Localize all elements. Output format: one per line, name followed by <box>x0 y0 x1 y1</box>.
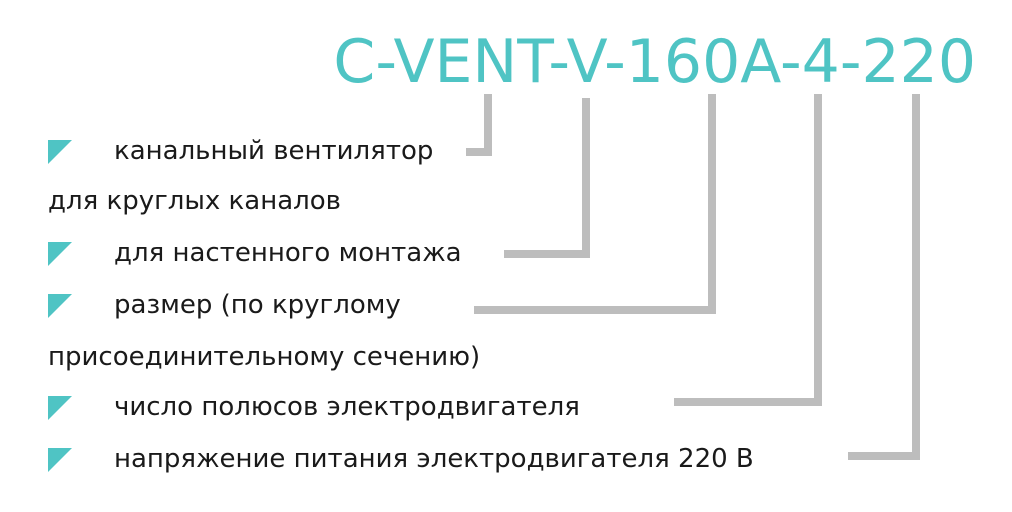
model-code-title: C-VENT-V-160A-4-220 <box>333 27 976 97</box>
connector-line-type <box>466 94 492 156</box>
item-label: канальный вентилятор <box>114 136 434 166</box>
item-label: для настенного монтажа <box>114 238 462 268</box>
teal-corner-triangle-icon <box>48 140 72 164</box>
teal-corner-triangle-icon <box>48 242 72 266</box>
teal-corner-triangle-icon <box>48 448 72 472</box>
item-label: число полюсов электродвигателя <box>114 392 580 422</box>
connector-line-voltage <box>848 94 920 460</box>
connector-line-poles <box>674 94 822 406</box>
connector-line-size <box>474 94 716 314</box>
item-label: размер (по круглому <box>114 290 401 320</box>
item-label: присоединительному сечению) <box>48 342 481 372</box>
teal-corner-triangle-icon <box>48 294 72 318</box>
teal-corner-triangle-icon <box>48 396 72 420</box>
connector-line-mounting <box>504 98 590 258</box>
item-label: для круглых каналов <box>48 186 341 216</box>
item-label: напряжение питания электродвигателя 220 … <box>114 444 754 474</box>
